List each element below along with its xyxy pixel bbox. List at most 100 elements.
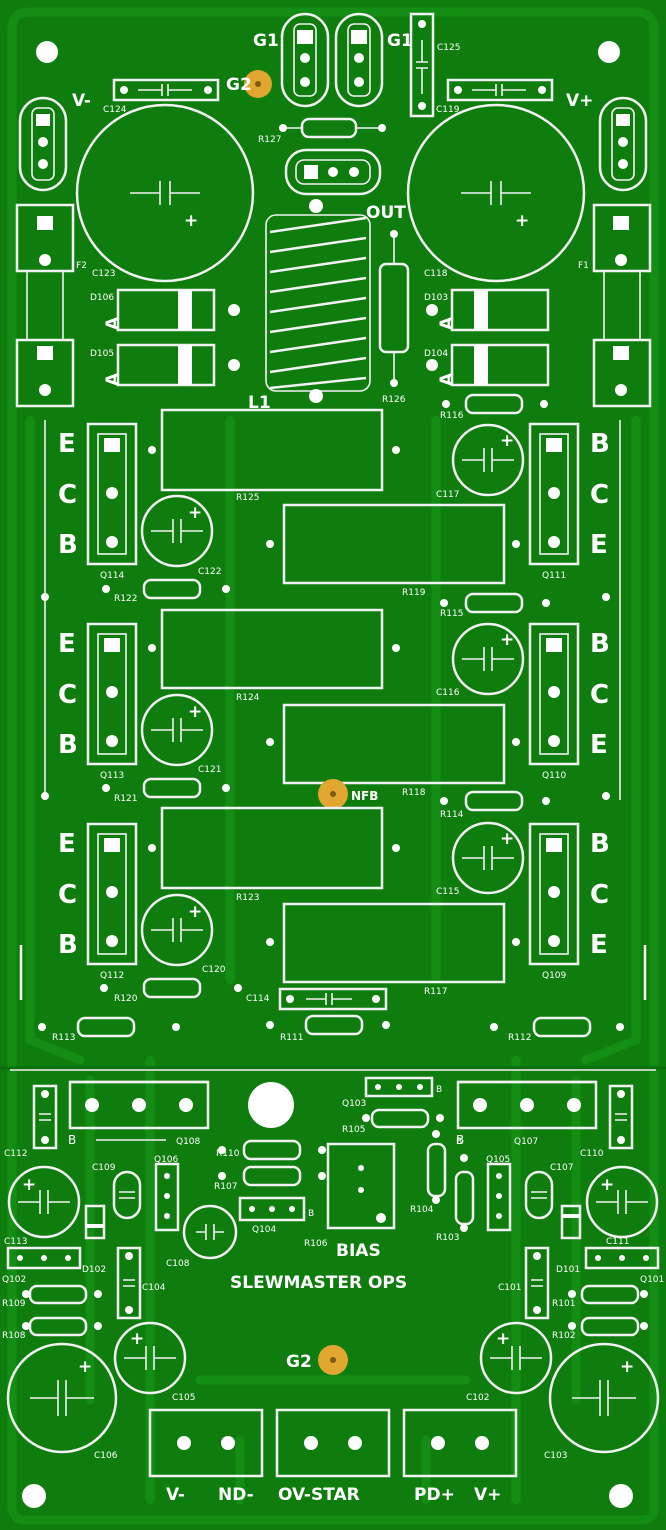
ref-c121: C121 [198, 765, 221, 775]
ref-r114: R114 [440, 810, 464, 820]
transistor-q108 [68, 1080, 210, 1130]
resistor-r121 [102, 777, 230, 799]
svg-text:+: + [188, 702, 202, 722]
label-conn-vplus: V+ [474, 1485, 501, 1505]
ref-r107: R107 [214, 1182, 237, 1192]
ref-r123: R123 [236, 893, 259, 903]
svg-text:+: + [500, 829, 514, 849]
ref-r108: R108 [2, 1331, 26, 1341]
resistor-r113 [38, 1016, 180, 1038]
svg-text:A: A [437, 372, 457, 386]
copper-traces [0, 7, 666, 1525]
terminal-block-center [275, 1408, 391, 1478]
resistor-r114 [440, 790, 550, 812]
cap-c123: + [75, 103, 255, 283]
ref-r120: R120 [114, 994, 138, 1004]
resistor-r108 [22, 1316, 102, 1337]
fuse-f1 [592, 203, 652, 408]
ref-c124: C124 [103, 105, 127, 115]
ref-c108: C108 [166, 1259, 190, 1269]
ref-c112: C112 [4, 1149, 27, 1159]
ref-c123: C123 [92, 269, 115, 279]
ref-d101: D101 [556, 1265, 580, 1275]
svg-text:E: E [58, 629, 76, 659]
label-conn-pdplus: PD+ [414, 1485, 455, 1505]
cap-c114 [278, 987, 388, 1011]
diode-d105 [116, 343, 240, 387]
label-v-plus: V+ [566, 91, 593, 111]
svg-text:C: C [590, 880, 609, 910]
cap-c122: + [140, 494, 214, 568]
ref-q104: Q104 [252, 1225, 277, 1235]
label-g2-top: G2 [226, 75, 252, 95]
terminal-block-right [402, 1408, 518, 1478]
ref-r102: R102 [552, 1331, 575, 1341]
label-conn-ovstar: OV-STAR [278, 1485, 360, 1505]
svg-text:B: B [456, 1133, 464, 1147]
resistor-r120 [100, 977, 242, 999]
ref-q114: Q114 [100, 571, 125, 581]
terminal-block-left [148, 1408, 264, 1478]
ref-c125: C125 [437, 43, 460, 53]
ref-r121: R121 [114, 794, 137, 804]
ref-q113: Q113 [100, 771, 124, 781]
svg-text:B: B [590, 629, 610, 659]
svg-text:C: C [58, 480, 77, 510]
mounting-holes [22, 41, 633, 1508]
ref-q101: Q101 [640, 1275, 664, 1285]
g1-connector-right [334, 12, 384, 108]
ref-d102: D102 [82, 1265, 106, 1275]
ref-r106: R106 [304, 1239, 328, 1249]
label-f2: F2 [76, 261, 87, 271]
ref-q108: Q108 [176, 1137, 201, 1147]
board-title: SLEWMASTER OPS [230, 1273, 407, 1293]
svg-text:+: + [188, 902, 202, 922]
ref-c102: C102 [466, 1393, 489, 1403]
resistor-r104 [426, 1130, 447, 1204]
label-g2-bottom: G2 [286, 1352, 312, 1372]
ref-r109: R109 [2, 1299, 26, 1309]
cap-c112 [32, 1084, 58, 1150]
resistor-r117 [266, 902, 520, 984]
ref-q112: Q112 [100, 971, 124, 981]
svg-text:B: B [590, 429, 610, 459]
label-nfb: NFB [351, 789, 378, 803]
cap-left-medium: + [7, 1165, 81, 1239]
ref-q106: Q106 [154, 1155, 179, 1165]
svg-text:+: + [188, 503, 202, 523]
g1-connector-left [280, 12, 330, 108]
ref-c104: C104 [142, 1283, 166, 1293]
connector-vplus-top [598, 96, 648, 192]
transistor-q112 [86, 822, 138, 966]
ref-r110: R110 [216, 1149, 240, 1159]
ref-c117: C117 [436, 490, 459, 500]
label-g1-left: G1 [253, 31, 279, 51]
resistor-r102 [568, 1316, 648, 1337]
svg-text:B: B [58, 930, 78, 960]
ref-c118: C118 [424, 269, 448, 279]
cap-c118: + [406, 103, 586, 283]
transistor-q114 [86, 422, 138, 566]
ref-q103: Q103 [342, 1099, 366, 1109]
out-connector [284, 148, 382, 196]
ref-c120: C120 [202, 965, 226, 975]
transistor-q104 [238, 1196, 306, 1222]
label-conn-vminus: V- [166, 1485, 185, 1505]
resistor-r109 [22, 1284, 102, 1305]
ref-r112: R112 [508, 1033, 531, 1043]
svg-text:B: B [436, 1085, 442, 1095]
svg-text:E: E [58, 429, 76, 459]
svg-text:+: + [22, 1175, 36, 1195]
ref-r122: R122 [114, 594, 137, 604]
svg-text:B: B [308, 1209, 314, 1219]
connector-vminus-top [18, 96, 68, 192]
resistor-r123 [148, 806, 400, 890]
resistor-r107 [218, 1165, 326, 1187]
svg-text:A: A [437, 316, 457, 330]
resistor-r115 [440, 592, 550, 614]
ref-r116: R116 [440, 411, 464, 421]
ref-c122: C122 [198, 567, 221, 577]
ref-r113: R113 [52, 1033, 75, 1043]
label-l1: L1 [248, 393, 271, 413]
transistor-q113 [86, 622, 138, 766]
